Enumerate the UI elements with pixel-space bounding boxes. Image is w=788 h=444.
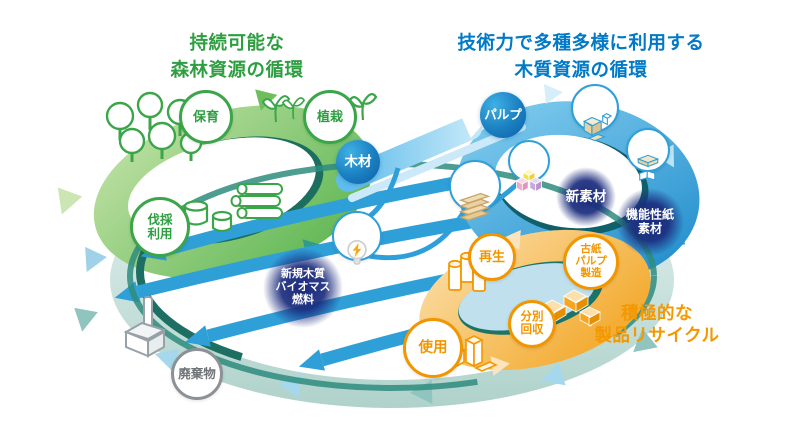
node-wood-label: 木材 <box>344 154 372 170</box>
navy-glow-spots <box>263 167 684 328</box>
node-harvest-use-label: 伐採 利用 <box>147 212 173 241</box>
node-planting: 植栽 <box>303 90 357 144</box>
energy-bulb-node <box>332 211 382 266</box>
node-sorted-collection: 分別 回収 <box>508 300 556 348</box>
node-harvest-use: 伐採 利用 <box>130 197 190 257</box>
packaging-boxes-node <box>571 84 619 142</box>
label-new-wood-biomass-fuel: 新規木質 バイオマス 燃料 <box>275 268 331 307</box>
label-new-materials: 新素材 <box>565 188 607 204</box>
paper-products-icon <box>633 135 663 182</box>
node-regenerate-label: 再生 <box>478 248 505 264</box>
paper-products-node <box>626 128 670 182</box>
node-wastepaper-pulp-production: 古紙 パルプ 製造 <box>563 234 619 290</box>
new-material-cubes-icon <box>514 146 544 193</box>
recycle-cycle-title: 積極的な 製品リサイクル <box>594 303 720 345</box>
node-nurture-label: 保育 <box>192 108 219 124</box>
packaging-boxes-icon <box>578 91 612 142</box>
lumber-planks-icon <box>456 167 494 222</box>
node-pulp: パルプ <box>480 92 526 138</box>
forest-cycle-title: 持続可能な 森林資源の循環 <box>170 32 304 80</box>
node-planting-label: 植栽 <box>316 108 343 124</box>
node-wastepaper-pulp-production-label: 古紙 パルプ 製造 <box>575 243 607 279</box>
node-nurture: 保育 <box>179 90 233 144</box>
wood-cycle-title: 技術力で多種多様に利用する 木質資源の循環 <box>457 32 705 80</box>
swirl-teal-edge-left <box>136 162 648 382</box>
node-sorted-collection-label: 分別 回収 <box>520 310 544 336</box>
node-pulp-label: パルプ <box>484 107 522 122</box>
node-regenerate: 再生 <box>468 233 516 281</box>
node-use-label: 使用 <box>418 339 448 356</box>
label-functional-paper-materials: 機能性紙 素材 <box>625 207 675 236</box>
node-waste-label: 廃棄物 <box>178 366 216 381</box>
new-material-cubes-node <box>508 140 550 193</box>
node-waste: 廃棄物 <box>171 348 223 400</box>
lumber-planks-node <box>449 160 501 222</box>
node-use: 使用 <box>403 318 463 378</box>
energy-bulb-icon <box>340 219 374 266</box>
node-wood: 木材 <box>336 140 380 184</box>
